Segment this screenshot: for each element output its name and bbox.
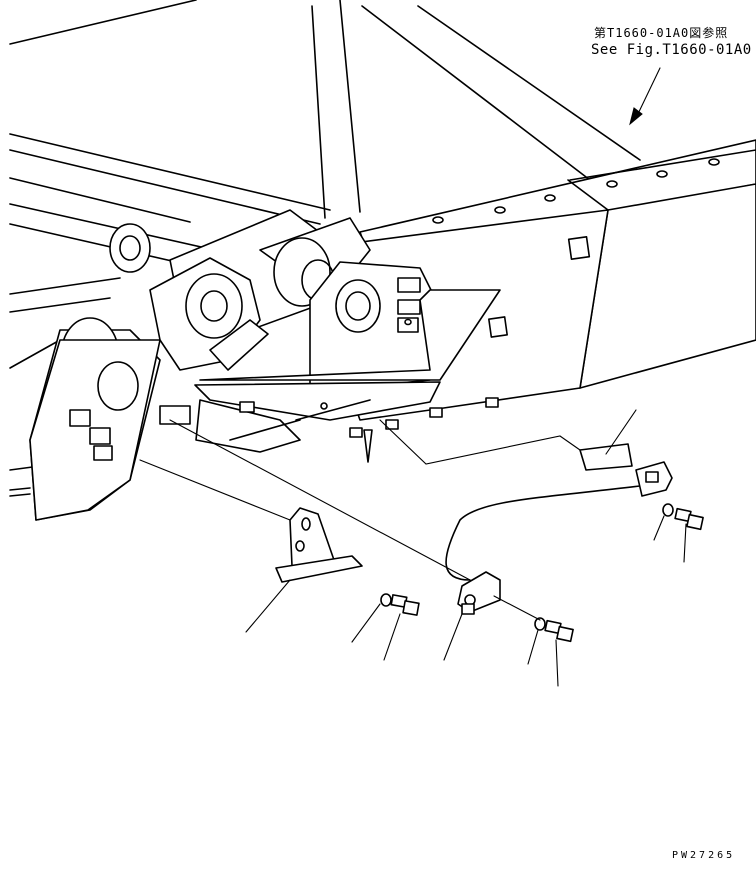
- link-plate-right: [309, 261, 437, 393]
- exploded-parts: [275, 443, 704, 643]
- sensor-cable: [445, 485, 641, 581]
- reference-arrow: [629, 67, 661, 126]
- sensor-block: [457, 571, 501, 615]
- beam-bolt-holes: [432, 158, 720, 224]
- connector: [635, 461, 673, 497]
- bolt-middle: [544, 619, 574, 643]
- assembly-guide-lines: [139, 419, 581, 621]
- reference-note-jp: 第T1660-01A0図参照: [594, 26, 729, 40]
- roller-left: [109, 223, 151, 273]
- front-bracket: [9, 317, 191, 521]
- bracket-block: [159, 405, 191, 425]
- plate-nut-lower: [488, 316, 508, 338]
- bolt-right: [674, 507, 704, 531]
- washer-middle: [534, 617, 546, 631]
- l-bracket: [275, 507, 363, 583]
- washer-right: [662, 503, 674, 517]
- pivot-link-assembly: [109, 209, 437, 393]
- lower-bracket: [194, 289, 501, 463]
- bolt-left: [390, 594, 420, 616]
- link-plate-left: [149, 257, 269, 371]
- plate-nut-upper: [567, 236, 591, 260]
- cable-clip: [579, 443, 633, 471]
- washer-left: [380, 593, 392, 607]
- reference-note-en: See Fig.T1660-01A0: [591, 42, 752, 58]
- leader-lines: [245, 409, 687, 687]
- drawing-number: PW27265: [672, 850, 736, 861]
